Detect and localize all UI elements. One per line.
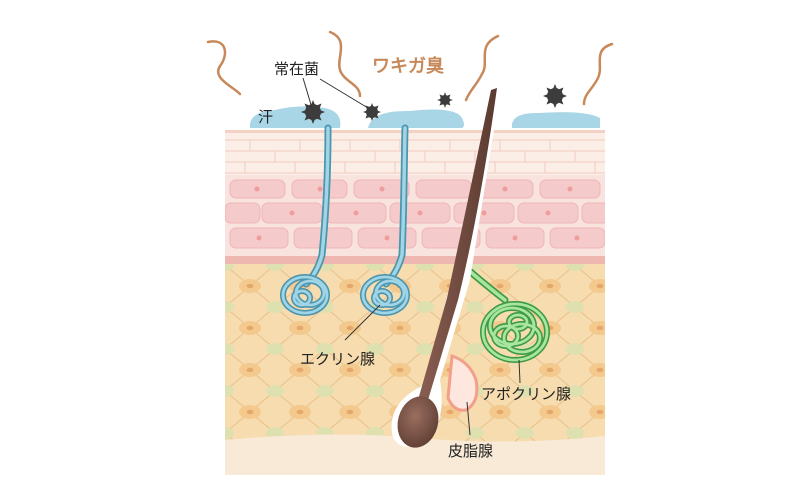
epidermis-layer (225, 130, 605, 175)
hair-follicle (391, 88, 500, 448)
bacteria-icon (363, 103, 381, 121)
sweat-droplet-middle (368, 109, 464, 128)
odor-wave-icon (206, 40, 242, 96)
odor-waves (206, 30, 614, 106)
bacteria-label: 常在菌 (274, 60, 319, 78)
epidermis-rows (225, 139, 605, 174)
hair-bulb (397, 396, 439, 448)
apocrine-gland-label: アポクリン腺 (481, 385, 571, 403)
odor-wave-icon (464, 34, 500, 102)
bacteria-icon (301, 100, 325, 124)
sebaceous-gland-label: 皮脂腺 (448, 442, 493, 460)
eccrine-gland-right (360, 124, 410, 316)
bacteria-group (301, 84, 567, 124)
hair-icon (418, 88, 497, 400)
odor-wave-icon (328, 30, 362, 98)
bottom-tissue (225, 434, 605, 475)
basement-line (225, 256, 605, 264)
sweat-droplet-right (511, 112, 600, 128)
leader-lines (302, 77, 521, 436)
apocrine-gland (462, 264, 550, 363)
bacteria-icon (543, 84, 567, 108)
sebaceous-gland (446, 353, 479, 412)
sweat-droplets (249, 106, 600, 128)
odor-title: ワキガ臭 (372, 55, 444, 77)
odor-wave-icon (582, 42, 614, 106)
eccrine-gland-left (280, 124, 332, 316)
eccrine-gland-label: エクリン腺 (300, 350, 375, 368)
skin-surface (225, 130, 605, 133)
sweat-label: 汗 (258, 108, 273, 126)
skin-block (225, 130, 605, 475)
bacteria-icon (437, 92, 453, 108)
